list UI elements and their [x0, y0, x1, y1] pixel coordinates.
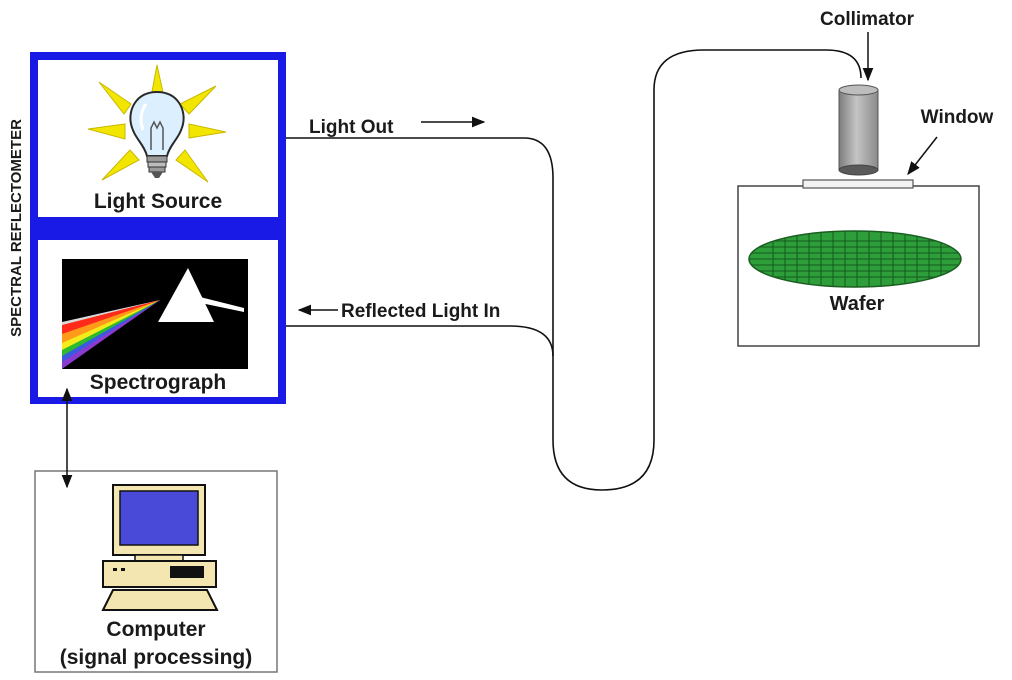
monitor-screen — [119, 490, 199, 546]
fiber-cable — [286, 49, 862, 491]
wafer-label: Wafer — [830, 293, 885, 315]
computer-icon — [101, 484, 219, 611]
side-label: SPECTRAL REFLECTOMETER — [8, 119, 25, 337]
prism-icon — [158, 268, 214, 322]
prism-spectrum-icon — [62, 259, 248, 369]
computer-label: Computer — [106, 618, 205, 641]
window-pane — [802, 179, 914, 189]
computer-sublabel: (signal processing) — [60, 646, 253, 669]
window-pointer — [907, 136, 938, 176]
spectrograph-label: Spectrograph — [90, 371, 227, 394]
light-bulb-icon — [87, 64, 227, 183]
collimator-icon — [838, 84, 879, 176]
reflected-light-label: Reflected Light In — [341, 301, 500, 322]
light-source-label: Light Source — [94, 190, 222, 213]
window-label: Window — [921, 107, 994, 128]
light-out-label: Light Out — [309, 117, 394, 138]
wafer-icon — [748, 230, 962, 288]
collimator-label: Collimator — [820, 9, 915, 30]
